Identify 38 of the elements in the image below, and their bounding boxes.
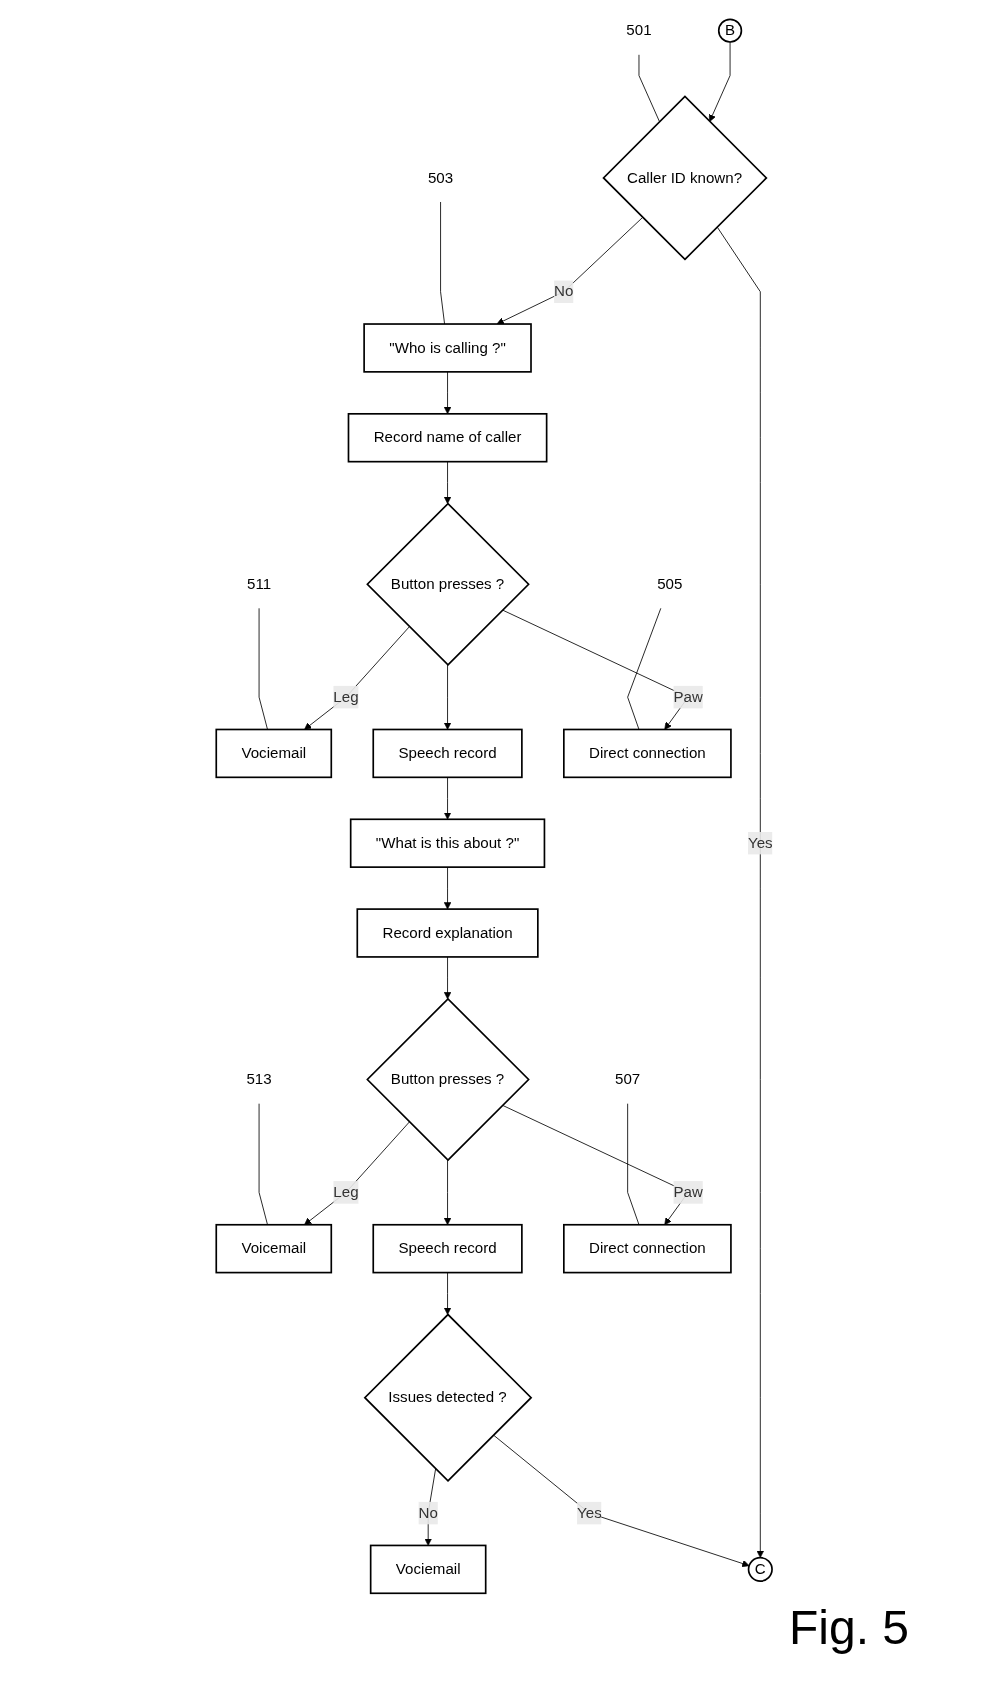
node-text: 505 bbox=[657, 575, 683, 593]
connector bbox=[638, 54, 660, 122]
edge-label: Paw bbox=[673, 1183, 703, 1201]
node-diamond: Button presses ? bbox=[366, 997, 530, 1162]
node-circle: B bbox=[717, 18, 743, 43]
node-box: Record explanation bbox=[356, 908, 539, 958]
figure-caption: Fig. 5 bbox=[787, 1600, 910, 1655]
node-box: Speech record bbox=[372, 1223, 523, 1274]
node-diamond: Issues detected ? bbox=[363, 1313, 533, 1482]
edge-label: Paw bbox=[673, 688, 703, 706]
connector bbox=[627, 1103, 640, 1226]
node-text: 507 bbox=[615, 1070, 641, 1088]
node-diamond: Caller ID known? bbox=[602, 95, 768, 261]
edge-label: No bbox=[418, 1504, 438, 1522]
node-box: Speech record bbox=[372, 728, 523, 779]
node-text: 501 bbox=[626, 21, 652, 39]
node-box: Vociemail bbox=[369, 1544, 487, 1595]
node-box: "Who is calling ?" bbox=[363, 323, 532, 373]
node-text: 513 bbox=[246, 1070, 272, 1088]
node-diamond: Button presses ? bbox=[366, 502, 530, 667]
edge-label: No bbox=[554, 282, 574, 300]
connector bbox=[627, 607, 662, 730]
node-box: Record name of caller bbox=[347, 413, 548, 463]
edge-label: Leg bbox=[333, 1183, 359, 1201]
node-circle: C bbox=[747, 1556, 773, 1582]
node-text: 511 bbox=[247, 575, 272, 593]
connector bbox=[440, 201, 446, 325]
node-text: 503 bbox=[428, 169, 454, 186]
connector bbox=[258, 1103, 268, 1226]
node-box: Voicemail bbox=[215, 1223, 333, 1274]
node-box: "What is this about ?" bbox=[349, 818, 546, 868]
edge-label: Leg bbox=[333, 688, 359, 706]
node-box: Vociemail bbox=[215, 728, 333, 779]
edge-label: Yes bbox=[577, 1504, 602, 1522]
node-box: Direct connection bbox=[563, 1223, 732, 1274]
edge-label: Yes bbox=[748, 834, 773, 852]
node-box: Direct connection bbox=[563, 728, 732, 779]
connector bbox=[258, 607, 268, 730]
